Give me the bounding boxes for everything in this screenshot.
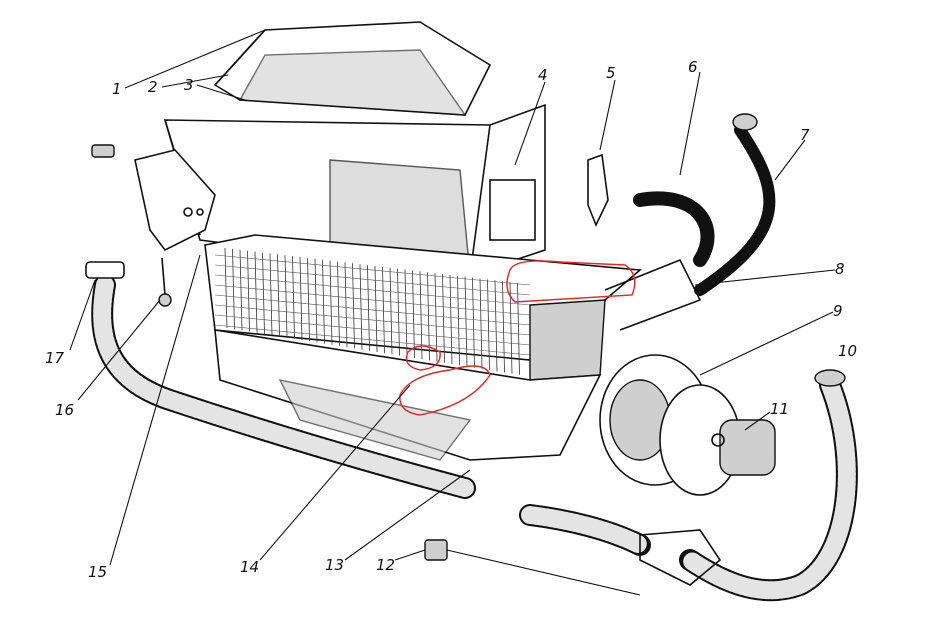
lower-housing xyxy=(214,329,602,461)
radiator-fin xyxy=(464,276,468,367)
air-intake-cover xyxy=(213,21,492,116)
distributor-housing xyxy=(163,103,546,276)
radiator-fin xyxy=(292,256,295,339)
water-pipes xyxy=(587,113,776,296)
heater-radiator xyxy=(204,234,702,381)
label-3: 3 xyxy=(184,76,194,94)
radiator-fin xyxy=(284,255,288,338)
radiator-fin xyxy=(232,248,235,330)
radiator-fin xyxy=(494,280,498,372)
radiator-fin xyxy=(307,257,310,342)
radiator-fin xyxy=(239,249,243,331)
label-1: 1 xyxy=(112,80,122,98)
label-2: 2 xyxy=(148,78,158,96)
radiator-tube xyxy=(214,264,531,296)
radiator-fin xyxy=(329,260,333,345)
label-17: 17 xyxy=(45,349,65,367)
label-4: 4 xyxy=(538,66,548,84)
mounting-bracket xyxy=(91,144,216,307)
radiator-fin xyxy=(337,261,340,347)
radiator-fin xyxy=(322,259,325,344)
radiator-fin xyxy=(502,281,505,373)
radiator-fin xyxy=(442,274,445,363)
radiator-fin xyxy=(277,254,280,337)
valve xyxy=(587,153,609,227)
radiator-fin xyxy=(359,264,363,350)
radiator-fin xyxy=(427,272,430,361)
label-10: 10 xyxy=(838,342,857,360)
right-air-hose xyxy=(679,369,858,602)
radiator-fin xyxy=(457,275,460,366)
radiator-tube xyxy=(214,294,531,326)
radiator-tube xyxy=(214,304,531,336)
label-7: 7 xyxy=(800,126,810,144)
radiator-fin xyxy=(434,273,438,362)
radiator-fin xyxy=(397,268,400,356)
radiator-fin xyxy=(449,274,453,365)
label-13: 13 xyxy=(325,556,344,574)
radiator-fin xyxy=(487,279,490,371)
radiator-fin xyxy=(479,278,483,369)
label-12: 12 xyxy=(376,556,395,574)
radiator-fin xyxy=(299,256,303,341)
left-air-hose xyxy=(85,261,476,499)
fan-and-motor xyxy=(599,354,776,496)
radiator-fin xyxy=(352,263,355,349)
switch xyxy=(424,539,448,561)
radiator-fin xyxy=(344,262,348,348)
radiator-fin xyxy=(224,247,228,329)
radiator-tube xyxy=(214,274,531,306)
radiator-fin xyxy=(472,277,475,368)
label-5: 5 xyxy=(606,64,616,82)
radiator-tube xyxy=(214,284,531,316)
label-9: 9 xyxy=(833,302,843,320)
label-11: 11 xyxy=(770,400,789,418)
label-14: 14 xyxy=(240,558,259,576)
lower-hose xyxy=(519,504,722,586)
label-15: 15 xyxy=(88,563,107,581)
radiator-fin xyxy=(517,283,520,375)
radiator-fin xyxy=(412,270,415,359)
radiator-tube xyxy=(214,314,531,346)
radiator-fin xyxy=(389,267,393,355)
hose-clamp xyxy=(85,261,125,279)
label-6: 6 xyxy=(688,58,698,76)
part-labels: 1 2 3 4 5 6 7 8 9 10 11 12 13 14 15 16 1… xyxy=(45,58,857,581)
radiator-tube xyxy=(214,254,531,286)
radiator-fin xyxy=(269,253,273,336)
radiator-tube xyxy=(214,324,531,356)
radiator-fin xyxy=(262,252,265,335)
radiator-core xyxy=(214,247,531,375)
label-8: 8 xyxy=(835,260,845,278)
leader-lines xyxy=(69,29,836,566)
red-highlights xyxy=(399,260,636,416)
label-16: 16 xyxy=(55,401,74,419)
radiator-fin xyxy=(314,258,318,343)
